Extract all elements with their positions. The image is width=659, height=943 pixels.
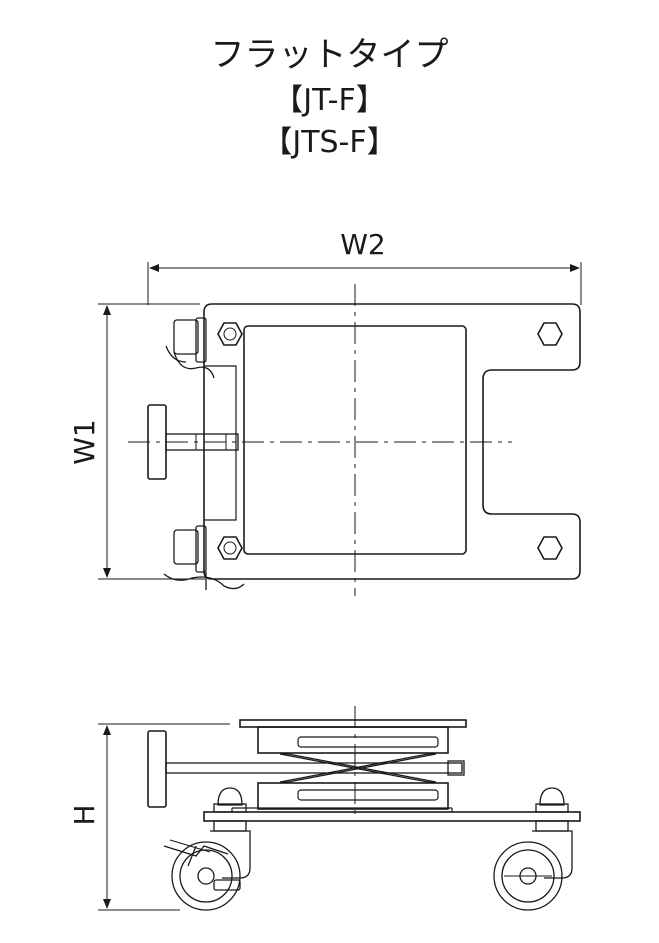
side-base-plate <box>203 811 581 822</box>
upper-block <box>257 726 449 754</box>
dimension-label-h: H <box>68 804 101 825</box>
dimension-h: H <box>68 723 230 911</box>
model-label-jts-f: 【JTS-F】 <box>262 125 397 160</box>
hex-bolt <box>537 322 563 346</box>
cap-nut <box>213 787 247 832</box>
handle-side <box>147 730 167 808</box>
dimension-label-w1: W1 <box>68 419 101 465</box>
model-label-jt-f: 【JT-F】 <box>273 83 386 118</box>
cap-nut <box>535 787 569 832</box>
hex-bolt <box>537 536 563 560</box>
threaded-rod <box>165 762 463 774</box>
top-view: W2 W1 <box>68 228 582 596</box>
plate-inner-edge <box>204 365 237 521</box>
caster-brake-top <box>165 317 215 379</box>
hex-bolt <box>217 322 243 346</box>
handle-top <box>147 404 239 480</box>
scissor-mechanism <box>279 753 437 783</box>
lower-block <box>257 782 449 810</box>
base-plate-outline <box>203 303 581 580</box>
dimension-label-w2: W2 <box>340 228 386 261</box>
dimension-w2: W2 <box>147 228 582 305</box>
hex-bolt <box>217 536 243 560</box>
caster-brake-top <box>163 525 245 590</box>
side-view: H <box>68 706 581 911</box>
type-title: フラットタイプ <box>210 35 449 75</box>
caster-left-brake <box>163 830 251 911</box>
caster-right <box>493 830 573 911</box>
turntable-top-plate <box>239 719 467 728</box>
